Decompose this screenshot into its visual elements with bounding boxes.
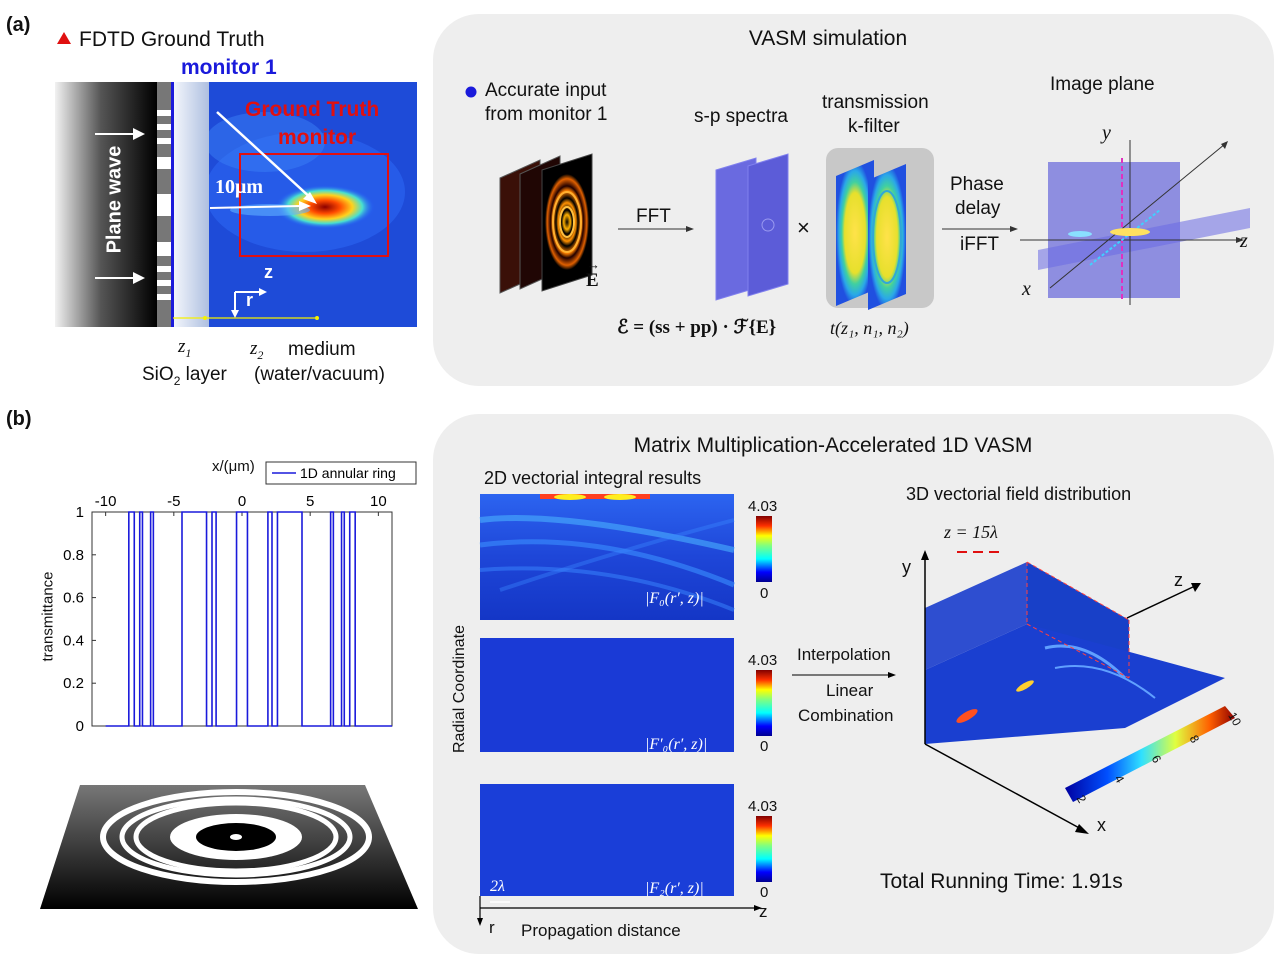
vasm-title: VASM simulation: [748, 27, 908, 50]
mm-axis-z: z: [759, 902, 768, 921]
z-equals-label: z = 15λ: [944, 522, 998, 542]
chart-legend: 1D annular ring: [265, 461, 417, 485]
f0-map: [479, 494, 735, 620]
cb1-min: 0: [760, 585, 769, 602]
tk-line2: k-filter: [848, 116, 900, 137]
cb2-min: 0: [760, 738, 769, 755]
z2-label: z2: [250, 338, 264, 362]
panel-a-label: (a): [6, 14, 31, 36]
gt-monitor-line2: monitor: [278, 126, 357, 149]
mm-title: Matrix Multiplication-Accelerated 1D VAS…: [633, 434, 1033, 457]
distance-label: 10μm: [215, 176, 263, 198]
red-triangle-icon: [57, 32, 71, 44]
linear-label: Linear: [826, 681, 874, 700]
img-axis-z: z: [1240, 230, 1248, 252]
monitor1-label: monitor 1: [181, 56, 277, 79]
fft-label: FFT: [636, 206, 671, 227]
axis3-x: x: [1097, 815, 1106, 835]
sub-3d: 3D vectorial field distribution: [906, 484, 1132, 504]
radial-label: Radial Coordinate: [451, 624, 468, 754]
x-tick-label: -10: [95, 493, 117, 510]
gt-monitor-line1: Ground Truth: [245, 98, 380, 121]
axis-z-label: z: [264, 262, 273, 282]
colorbar-3: [756, 816, 772, 882]
e-field-slice: [541, 153, 593, 292]
t-filter-label: t(z₁, n₁, n₂): [830, 318, 909, 338]
cb3-max: 4.03: [748, 798, 778, 815]
y-tick-label: 1: [76, 504, 84, 521]
vasm-pipeline: [499, 140, 1250, 310]
prop-label: Propagation distance: [521, 921, 681, 940]
red-dash-icon: [957, 551, 1001, 553]
colorbar-1: [756, 516, 772, 582]
xlabel: x/(μm): [212, 458, 255, 475]
transmittance-chart: -10 -5 0 5 10 0 0.2 0.4 0.6 0.8 1 1D annular ring: [63, 461, 417, 735]
phase-line1: Phase: [950, 174, 1004, 195]
f2-label: |F₂(r′, z)|: [645, 880, 704, 897]
interp-arrow: [792, 672, 896, 678]
annular-ring-mask: [40, 785, 418, 909]
panel-b-label: (b): [6, 408, 32, 430]
f0prime-map: [480, 638, 734, 752]
3d-field: [921, 550, 1235, 834]
img-axis-x: x: [1022, 278, 1031, 300]
input-line1: Accurate input: [485, 80, 607, 101]
img-axis-y: y: [1102, 122, 1111, 144]
colorbar-2: [756, 670, 772, 736]
y-tick-label: 0.4: [63, 632, 84, 649]
combination-label: Combination: [798, 706, 894, 725]
axis3-z: z: [1174, 570, 1183, 590]
cb3-min: 0: [760, 884, 769, 901]
axis-r-label: r: [246, 290, 254, 310]
e-field-label: →E: [586, 257, 600, 291]
runtime: Total Running Time: 1.91s: [880, 870, 1123, 893]
medium-line1: medium: [288, 339, 356, 360]
sio2-label: SiO2 layer: [142, 364, 227, 388]
formula: ℰ = (ss + pp) · ℱ{E}: [617, 317, 777, 338]
y-tick-label: 0: [76, 718, 84, 735]
axis3-y: y: [902, 557, 911, 577]
scale-label: 2λ: [490, 878, 505, 895]
blue-dot-icon: [465, 86, 477, 98]
z1-label: z1: [178, 336, 192, 360]
fdtd-simulation: [55, 82, 417, 327]
fdtd-legend: FDTD Ground Truth: [79, 28, 265, 51]
sub-2d: 2D vectorial integral results: [484, 468, 702, 488]
x-tick-label: 10: [370, 493, 387, 510]
x-tick-label: 5: [306, 493, 314, 510]
cb2-max: 4.03: [748, 652, 778, 669]
y-tick-label: 0.6: [63, 590, 84, 607]
sp-spectra-label: s-p spectra: [694, 106, 788, 127]
tk-line1: transmission: [822, 92, 929, 113]
f0-label: |F₀(r′, z)|: [645, 590, 704, 607]
interp-label: Interpolation: [797, 645, 891, 664]
series-line: [105, 511, 392, 727]
legend-label: 1D annular ring: [300, 465, 396, 481]
image-plane-label: Image plane: [1050, 74, 1155, 95]
times-symbol: ×: [797, 215, 810, 240]
f2-map: [480, 784, 734, 896]
f0prime-label: |F′₀(r′, z)|: [645, 736, 708, 753]
2d-results: [477, 494, 772, 926]
y-tick-label: 0.2: [63, 675, 84, 692]
cb1-max: 4.03: [748, 498, 778, 515]
medium-line2: (water/vacuum): [254, 364, 385, 385]
mm-axis-r: r: [489, 918, 495, 937]
y-tick-label: 0.8: [63, 547, 84, 564]
x-tick-label: -5: [167, 493, 180, 510]
input-line2: from monitor 1: [485, 104, 608, 125]
plane-wave-label: Plane wave: [103, 145, 126, 254]
ifft-label: iFFT: [960, 234, 1000, 255]
phase-line2: delay: [955, 198, 1001, 219]
x-tick-label: 0: [238, 493, 246, 510]
